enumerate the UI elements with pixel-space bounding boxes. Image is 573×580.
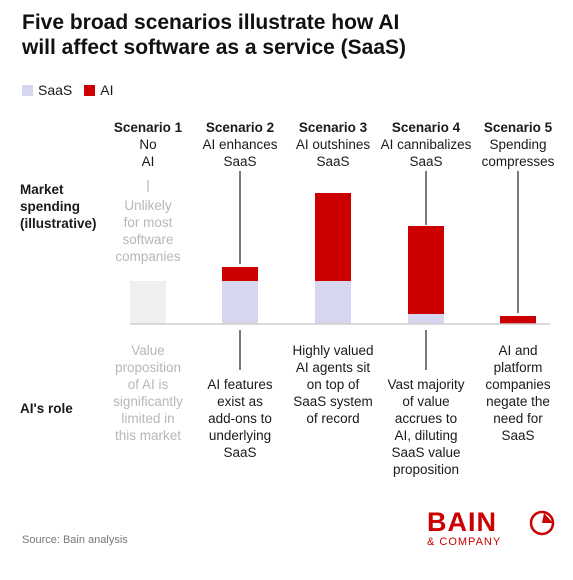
logo-compass-icon: [529, 510, 555, 536]
scenario-3-sub2: SaaS: [316, 154, 350, 169]
bar-scenario-4-saas: [408, 314, 444, 324]
scenario-3-role: Highly valued AI agents sit on top of Sa…: [282, 342, 384, 427]
role-line: accrues to: [394, 411, 458, 426]
scenario-1-sub2: AI: [141, 154, 155, 169]
role-line: proposition: [392, 462, 460, 477]
role-line: AI and: [498, 343, 538, 358]
scenario-4-sub1: AI cannibalizes: [380, 137, 472, 152]
role-line: exist as: [217, 394, 263, 409]
role-line: SaaS system: [293, 394, 373, 409]
scenario-4-name: Scenario 4: [391, 120, 461, 135]
scenario-4-sub2: SaaS: [409, 154, 443, 169]
role-line: Vast majority: [387, 377, 465, 392]
bar-scenario-2-ai: [222, 267, 258, 281]
scenario-1-role: Value proposition of AI is significantly…: [97, 342, 199, 444]
legend-label-saas: SaaS: [38, 82, 73, 98]
legend-label-ai: AI: [100, 82, 114, 98]
market-label-line-2: spending: [20, 199, 80, 214]
note-line: for most: [123, 215, 173, 230]
role-line: proposition: [114, 360, 182, 375]
role-line: SaaS value: [391, 445, 461, 460]
source-note: Source: Bain analysis: [22, 534, 128, 546]
note-line: Unlikely: [124, 198, 172, 213]
bar-scenario-4-ai: [408, 226, 444, 314]
market-label-line-1: Market: [20, 182, 64, 197]
scenario-2-role: AI features exist as add-ons to underlyi…: [189, 376, 291, 461]
scenario-2-name: Scenario 2: [205, 120, 275, 135]
bar-scenario-3-saas: [315, 281, 351, 324]
role-line: SaaS: [501, 428, 535, 443]
bar-scenario-2-saas: [222, 281, 258, 324]
legend-item-saas: SaaS: [22, 82, 72, 98]
ai-role-label: AI's role: [20, 401, 73, 416]
role-line: negate the: [486, 394, 550, 409]
bars: [130, 193, 536, 324]
role-line: of value: [402, 394, 450, 409]
scenario-3-name: Scenario 3: [298, 120, 368, 135]
market-label-line-3: (illustrative): [20, 216, 97, 231]
role-line: of AI is: [127, 377, 169, 392]
role-line: companies: [485, 377, 551, 392]
scenario-2-sub2: SaaS: [223, 154, 257, 169]
scenario-4-header: Scenario 4 AI cannibalizes SaaS: [376, 119, 476, 170]
role-line: Highly valued: [292, 343, 374, 358]
scenario-3-sub1: AI outshines: [295, 137, 371, 152]
role-line: platform: [493, 360, 543, 375]
bain-logo: BAIN & COMPANY: [427, 507, 555, 548]
role-line: limited in: [121, 411, 175, 426]
role-line: need for: [493, 411, 543, 426]
role-line: significantly: [113, 394, 183, 409]
legend-swatch-saas: [22, 84, 33, 96]
title-line-2: will affect software as a service (SaaS): [22, 36, 407, 59]
role-line: this market: [114, 428, 182, 443]
logo-text: BAIN: [427, 507, 497, 537]
scenario-1-sub1: No: [139, 137, 157, 152]
scenario-1-name: Scenario 1: [113, 120, 183, 135]
legend: SaaS AI: [22, 82, 125, 98]
role-line: underlying: [208, 428, 272, 443]
bar-scenario-3-ai: [315, 193, 351, 281]
role-line: SaaS: [223, 445, 257, 460]
bar-scenario-1-placeholder: [130, 281, 166, 324]
note-line: software: [122, 232, 174, 247]
role-line: Value: [131, 343, 165, 358]
role-line: of record: [306, 411, 360, 426]
role-line: AI features: [207, 377, 273, 392]
legend-item-ai: AI: [84, 82, 113, 98]
role-line: on top of: [306, 377, 360, 392]
scenario-5-name: Scenario 5: [483, 120, 553, 135]
scenario-2-sub1: AI enhances: [202, 137, 278, 152]
logo-subtext: & COMPANY: [427, 536, 502, 548]
chart-title: Five broad scenarios illustrate how AI w…: [22, 10, 562, 60]
bar-scenario-5-ai: [500, 316, 536, 324]
scenario-1-note: Unlikely for most software companies: [97, 197, 199, 265]
market-spending-label: Market spending (illustrative): [20, 181, 97, 232]
scenario-5-sub1: Spending: [489, 137, 547, 152]
legend-swatch-ai: [84, 84, 96, 96]
title-line-1: Five broad scenarios illustrate how AI: [22, 11, 400, 34]
role-line: AI, diluting: [394, 428, 458, 443]
scenario-5-role: AI and platform companies negate the nee…: [467, 342, 569, 444]
connector-lines: [147, 171, 519, 370]
scenario-4-role: Vast majority of value accrues to AI, di…: [375, 376, 477, 478]
scenario-5-sub2: compresses: [481, 154, 555, 169]
scenario-1-header: Scenario 1 No AI: [98, 119, 198, 170]
scenario-2-header: Scenario 2 AI enhances SaaS: [190, 119, 290, 170]
note-line: companies: [115, 249, 181, 264]
scenario-3-header: Scenario 3 AI outshines SaaS: [283, 119, 383, 170]
scenario-5-header: Scenario 5 Spending compresses: [468, 119, 568, 170]
role-line: AI agents sit: [295, 360, 371, 375]
role-line: add-ons to: [208, 411, 272, 426]
